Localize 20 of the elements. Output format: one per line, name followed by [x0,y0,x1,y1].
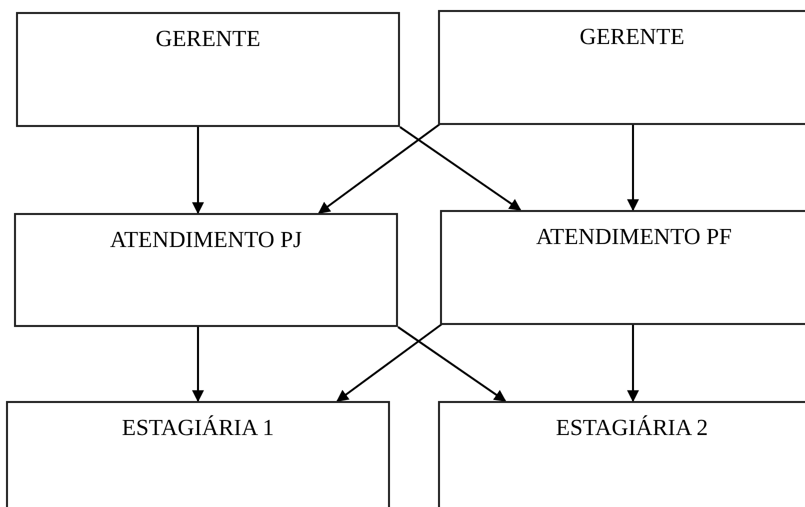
process-box [16,12,400,127]
box-label: GERENTE [156,26,260,51]
process-box [14,213,398,327]
box-label: ATENDIMENTO PF [536,224,732,249]
process-box [440,210,805,325]
arrow [192,327,204,402]
arrow [192,127,204,214]
arrow [318,123,441,214]
process-box [6,401,390,507]
box-label: ESTAGIÁRIA 1 [122,415,274,440]
box-label: GERENTE [580,24,684,49]
arrow [397,326,506,402]
process-box [438,401,805,507]
process-box [438,10,805,125]
box-label: ESTAGIÁRIA 2 [556,415,708,440]
arrow [399,126,522,211]
box-label: ATENDIMENTO PJ [110,227,302,252]
arrow [627,325,639,402]
arrow [336,323,443,402]
arrow [627,125,639,212]
